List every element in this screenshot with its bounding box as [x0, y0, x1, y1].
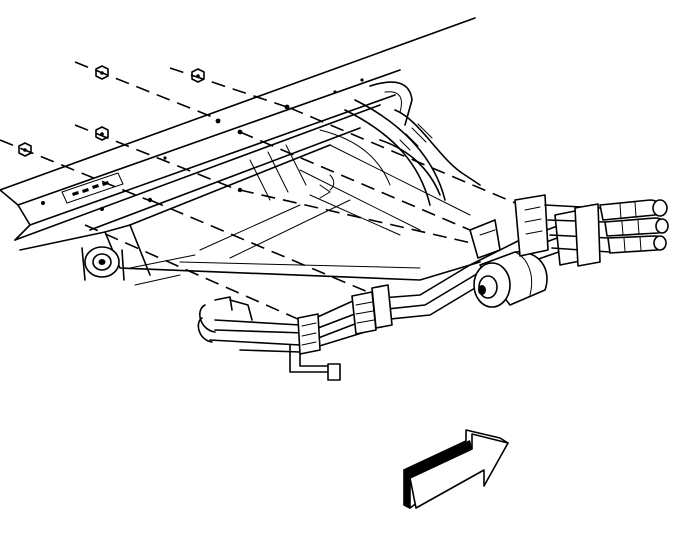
line-clip [371, 284, 393, 329]
flex-hoses [599, 199, 669, 254]
crossmember [19, 99, 481, 281]
nut-icon-group [18, 65, 205, 157]
line-clip [351, 291, 377, 335]
installation-dashed-lines [0, 61, 521, 321]
body-mount-bushing [81, 246, 196, 286]
view-direction-arrow-icon [403, 429, 509, 509]
fuel-line-assembly [197, 224, 571, 381]
line-clip [297, 313, 321, 355]
frame-rail [0, 17, 476, 241]
rear-line-bracket [514, 194, 611, 267]
fuel-filter [469, 219, 548, 308]
